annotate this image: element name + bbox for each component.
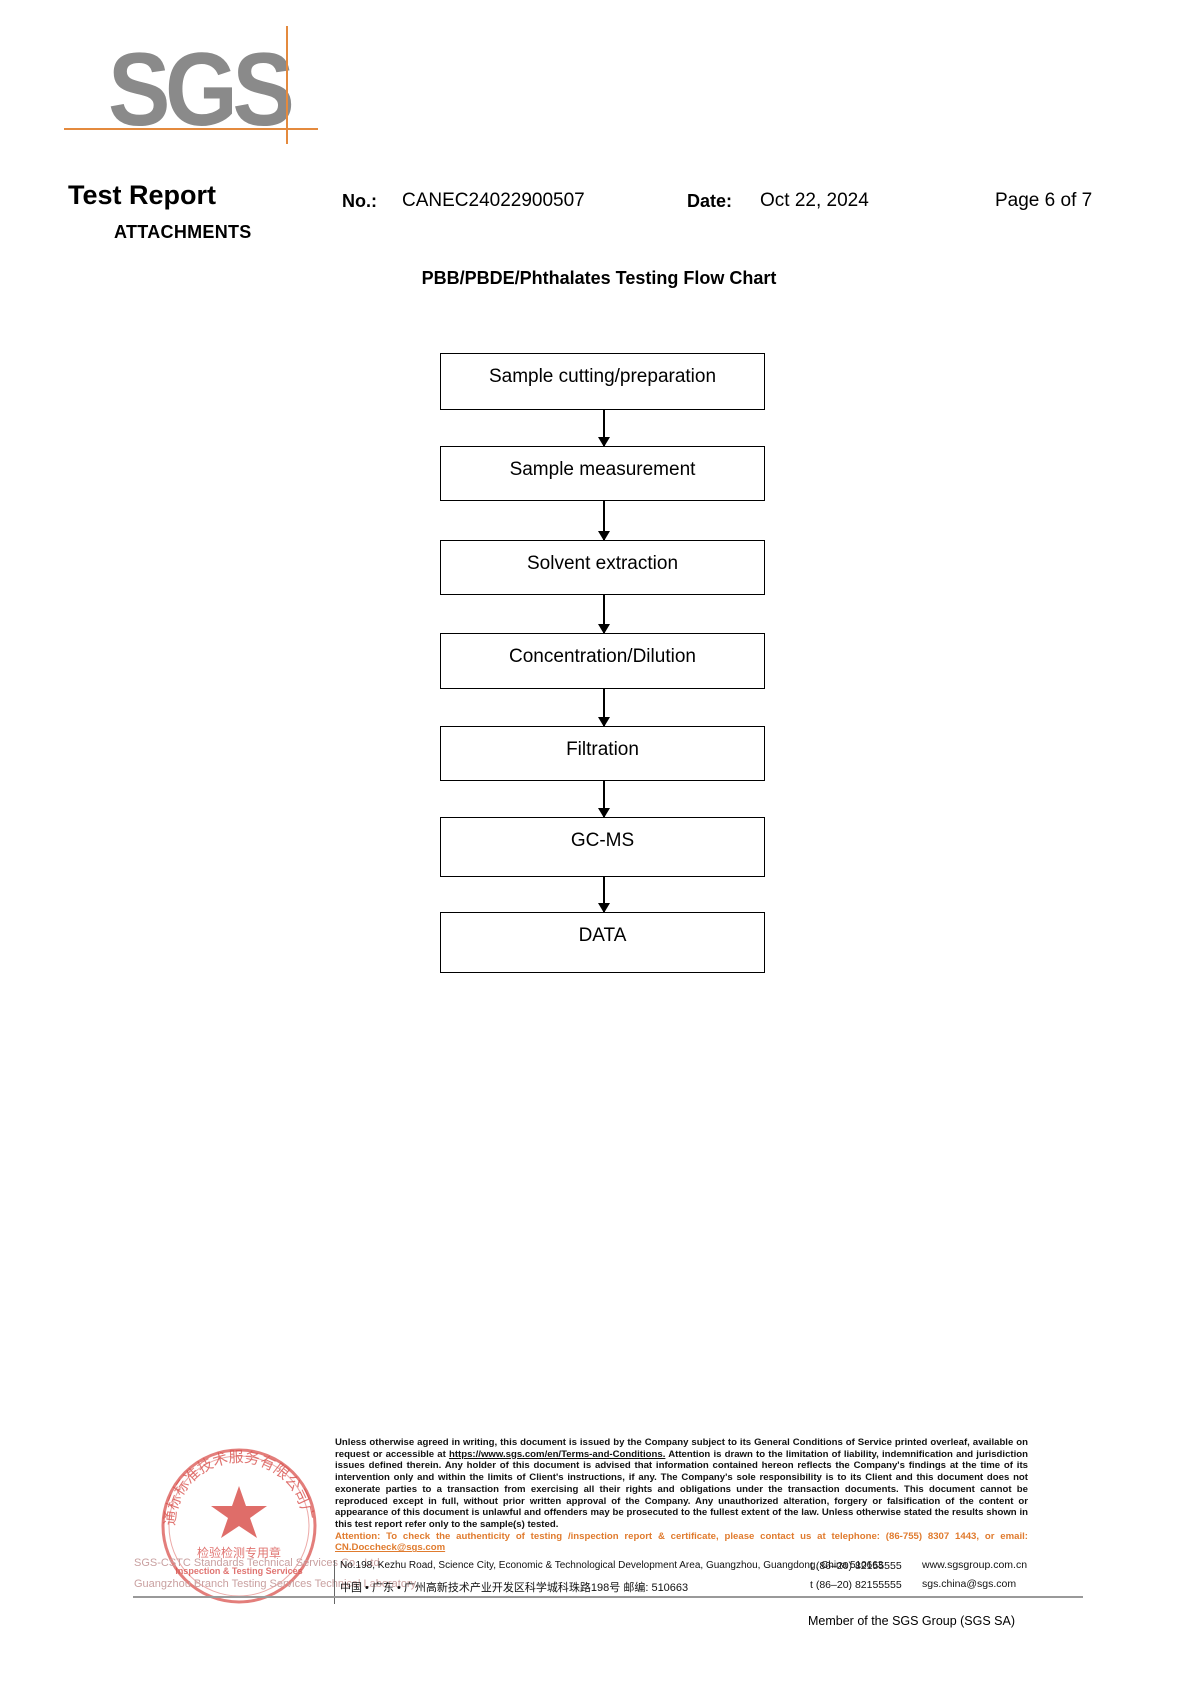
report-number: CANEC24022900507 [402,190,585,211]
email-link[interactable]: sgs.china@sgs.com [922,1578,1017,1590]
terms-link[interactable]: https://www.sgs.com/en/Terms-and-Conditi… [448,1448,666,1460]
sgs-logo-text: SGS [108,32,295,148]
telephone-1: t (86–20) 82155555 [810,1560,902,1572]
flow-step-label: GC-MS [570,830,635,851]
address-english: No.198, Kezhu Road, Science City, Econom… [340,1560,884,1571]
report-date: Oct 22, 2024 [760,190,869,211]
seal-banner: Inspection & Testing Services [175,1566,302,1576]
flow-arrow [598,689,610,727]
flow-step-7: DATA [440,912,765,973]
sgs-logo: SGS [64,26,318,148]
flow-step-2: Sample measurement [440,446,765,501]
flow-step-5: Filtration [440,726,765,781]
flow-step-label: Sample measurement [509,459,696,480]
footer-disclaimer: Unless otherwise agreed in writing, this… [335,1437,1028,1554]
flow-arrow [598,781,610,818]
attachments-heading: ATTACHMENTS [114,222,252,242]
company-seal: 通标标准技术服务有限公司广州分公司 检验检测专用章 Inspection & T… [133,1426,317,1604]
flow-arrow [598,410,610,447]
date-label: Date: [687,191,733,211]
telephone-2: t (86–20) 82155555 [810,1579,902,1591]
flow-step-label: Sample cutting/preparation [488,366,717,387]
report-number-label: No.: [342,191,377,211]
website-link[interactable]: www.sgsgroup.com.cn [922,1559,1028,1571]
seal-lab-line-2: Guangzhou Branch Testing Services Techni… [134,1578,419,1590]
flow-step-label: Solvent extraction [526,553,679,574]
disclaimer-text: Unless otherwise agreed in writing, this… [335,1437,1028,1460]
flow-step-4: Concentration/Dilution [440,633,765,689]
flow-step-label: Concentration/Dilution [509,646,696,667]
footer-divider [133,1596,1083,1598]
report-title: Test Report [68,180,217,210]
address-chinese: 中国 • 广东 • 广州高新技术产业开发区科学城科珠路198号 邮编: 5106… [340,1582,689,1594]
flow-chart-title: PBB/PBDE/Phthalates Testing Flow Chart [421,268,777,288]
flow-arrow [598,501,610,541]
flow-arrow [598,595,610,634]
flow-arrow [598,877,610,913]
page-number: Page 6 of 7 [995,190,1093,211]
flow-step-label: DATA [578,925,627,946]
flow-step-1: Sample cutting/preparation [440,353,765,410]
logo-horizontal-rule [64,128,318,130]
flow-step-3: Solvent extraction [440,540,765,595]
footer-divider-vertical [334,1560,335,1604]
doccheck-email-link[interactable]: CN.Doccheck@sgs.com [335,1542,446,1554]
flow-step-label: Filtration [566,739,639,760]
seal-center-text: 检验检测专用章 [197,1545,281,1560]
logo-vertical-rule [286,26,288,144]
attention-text: Attention: To check the authenticity of … [335,1530,1028,1542]
disclaimer-text-continued: Attention is drawn to the limitation of … [335,1448,1028,1530]
seal-lab-line-1: SGS-CSTC Standards Technical Services Co… [134,1557,383,1569]
member-statement: Member of the SGS Group (SGS SA) [808,1614,1016,1628]
flow-step-6: GC-MS [440,817,765,877]
